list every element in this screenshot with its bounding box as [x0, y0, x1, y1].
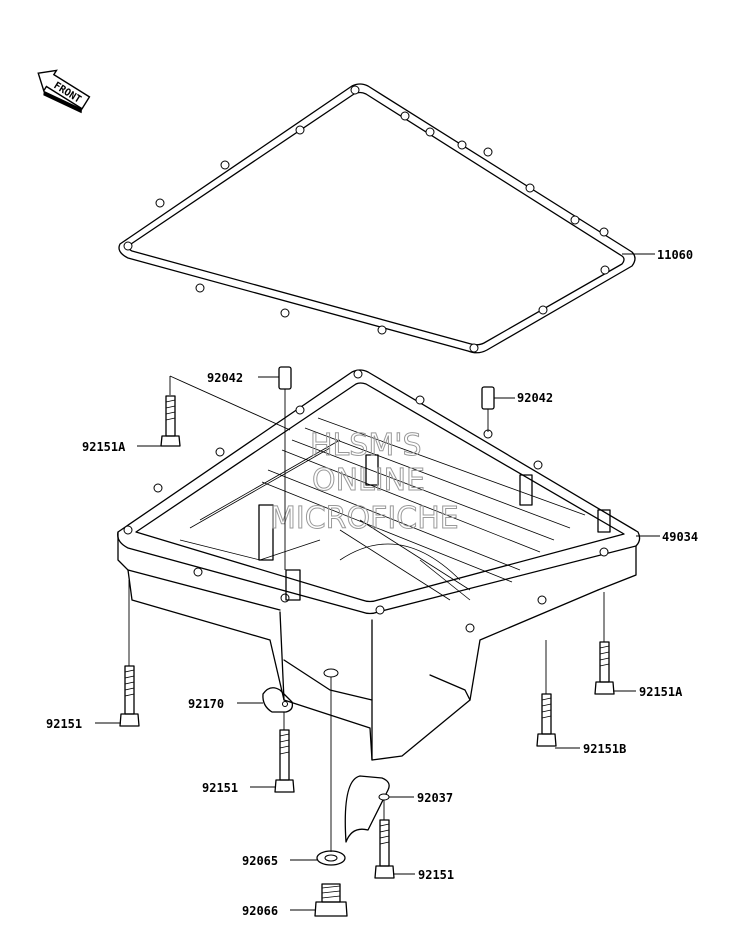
bolt-lower-right — [536, 640, 557, 747]
callout-92151-lower-left: 92151 — [46, 717, 82, 731]
bolt-right — [594, 592, 615, 695]
gasket-11060 — [118, 83, 636, 354]
callout-92065: 92065 — [242, 854, 278, 868]
callout-92170: 92170 — [188, 697, 224, 711]
bolt-bottom — [374, 800, 395, 879]
dowel-pin-left — [278, 366, 292, 570]
bolt-upper-left — [160, 395, 181, 447]
watermark: HLSM'S ONLINE MICROFICHE — [270, 428, 460, 537]
callout-92151-bottom: 92151 — [418, 868, 454, 882]
callout-92151b: 92151B — [583, 742, 626, 756]
callout-92037: 92037 — [417, 791, 453, 805]
drain-plug — [314, 883, 348, 917]
callout-11060: 11060 — [657, 248, 693, 262]
callout-92151-center: 92151 — [202, 781, 238, 795]
callout-92066: 92066 — [242, 904, 278, 918]
callout-92151a-right: 92151A — [639, 685, 683, 699]
callout-92042-right: 92042 — [517, 391, 553, 405]
oil-pan-49034 — [117, 369, 641, 761]
dowel-pin-right — [481, 386, 495, 432]
callout-49034: 49034 — [662, 530, 698, 544]
callout-leaders — [95, 253, 660, 911]
callout-92042-left: 92042 — [207, 371, 243, 385]
watermark-line-1: HLSM'S — [310, 428, 422, 463]
clamp-small — [262, 687, 294, 713]
bolt-center — [274, 712, 295, 793]
watermark-line-2: ONLINE — [312, 463, 425, 498]
bolt-lower-left — [119, 580, 140, 727]
drain-washer — [316, 850, 346, 866]
callout-labels: 11060 92042 92042 92151A 49034 92151A 92… — [46, 248, 698, 918]
watermark-line-3: MICROFICHE — [270, 501, 459, 536]
clamp-large — [344, 775, 390, 843]
callout-92151a-upper: 92151A — [82, 440, 126, 454]
front-arrow-icon: FRONT — [37, 69, 91, 114]
